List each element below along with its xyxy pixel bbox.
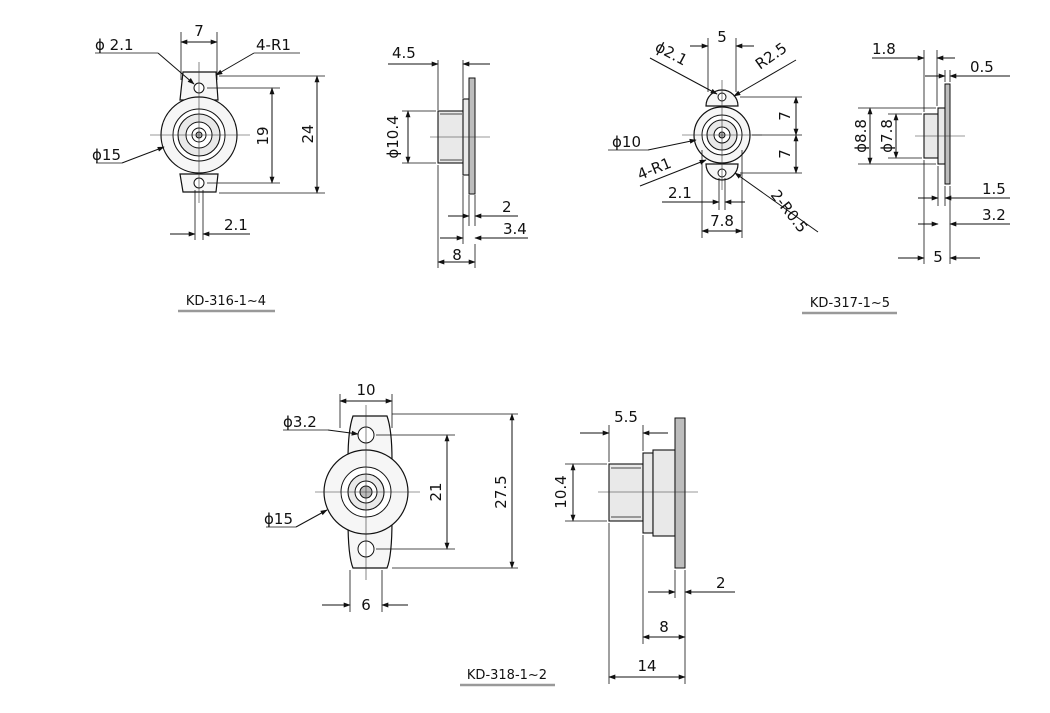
kd318-side-flange [674, 417, 686, 569]
kd316-side-boss-dia: ϕ10.4 [384, 115, 402, 158]
kd318-side-view: 5.5 10.4 2 8 14 [552, 408, 735, 684]
kd317-side-flange [944, 83, 951, 185]
kd317-slot-width: 2.1 [668, 184, 692, 202]
kd318-side-step-2 [652, 449, 676, 537]
kd318-side-overall-length: 14 [637, 657, 656, 675]
kd318-bottom-width: 6 [361, 596, 371, 614]
kd317-side-view: 1.8 0.5 ϕ8.8 ϕ7.8 1.5 3.2 5 [852, 40, 1010, 266]
kd318-hole-dia: ϕ3.2 [283, 413, 317, 431]
kd316-side-overall-length: 8 [452, 246, 462, 264]
kd317-side-outer-dia: ϕ8.8 [852, 119, 870, 153]
kd316-front-view: 7 ϕ 2.1 4-R1 ϕ15 19 24 2.1 [92, 22, 325, 240]
kd317-notch-radius: 2-R0.5 [767, 186, 811, 236]
kd317-side-flange-t: 1.5 [982, 180, 1006, 198]
kd318-side-top-width: 5.5 [614, 408, 638, 426]
kd318-side-step: 8 [659, 618, 669, 636]
kd317-side-top-width: 1.8 [872, 40, 896, 58]
kd317-half-height-top: 7 [776, 111, 794, 121]
kd316-width-top: 7 [194, 22, 204, 40]
kd318-side-boss-dia: 10.4 [552, 475, 570, 508]
kd317-hole-dia: ϕ2.1 [652, 38, 690, 70]
kd316-side-flange-t: 2 [502, 198, 512, 216]
kd318-side-step-1 [642, 452, 654, 534]
kd316-slot-width: 2.1 [224, 216, 248, 234]
kd318-overall-height: 27.5 [492, 475, 510, 508]
kd316-caption: KD-316-1~4 [186, 294, 266, 309]
kd318-caption: KD-318-1~2 [467, 668, 547, 683]
kd316-hole-pitch: 19 [254, 126, 272, 145]
kd317-front-view: 5 ϕ2.1 R2.5 7 7 ϕ10 4-R1 2.1 7.8 2 [608, 28, 819, 238]
kd318-front-view: 10 ϕ3.2 ϕ15 21 27.5 6 [264, 381, 518, 614]
kd318-side-flange-t: 2 [716, 574, 726, 592]
kd316-overall-height: 24 [299, 124, 317, 143]
kd317-half-height-bottom: 7 [776, 149, 794, 159]
kd318-side-boss [608, 463, 644, 522]
kd316-flange-dia: ϕ15 [92, 146, 121, 164]
kd317-corner-radius: 4-R1 [635, 154, 674, 184]
kd316-side-top-width: 4.5 [392, 44, 416, 62]
kd318-width-top: 10 [356, 381, 375, 399]
kd317-caption: KD-317-1~5 [810, 296, 890, 311]
kd318-hole-pitch: 21 [427, 482, 445, 501]
kd317-width-top: 5 [717, 28, 727, 46]
kd316-corner-radius: 4-R1 [256, 36, 291, 54]
kd317-body-dia: ϕ10 [612, 133, 641, 151]
kd318-flange-dia: ϕ15 [264, 510, 293, 528]
kd316-side-flange [468, 77, 476, 195]
kd317-side-overall-length: 5 [933, 248, 943, 266]
kd317-side-inner-dia: ϕ7.8 [878, 119, 896, 153]
kd317-body-width: 7.8 [710, 212, 734, 230]
kd316-side-step: 3.4 [503, 220, 527, 238]
kd317-side-top-thickness: 0.5 [970, 58, 994, 76]
kd317-side-step: 3.2 [982, 206, 1006, 224]
kd316-hole-dia: ϕ 2.1 [95, 36, 134, 54]
kd317-end-radius: R2.5 [752, 39, 790, 73]
kd316-side-view: 4.5 ϕ10.4 2 3.4 8 [384, 44, 528, 268]
